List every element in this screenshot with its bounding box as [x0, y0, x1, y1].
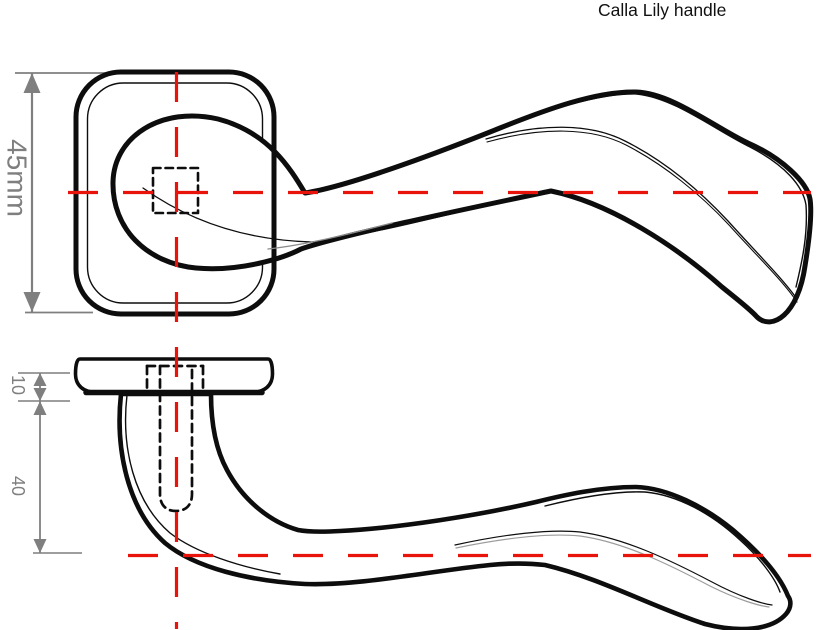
- leaf-fold-line-black: [454, 530, 773, 606]
- dimension-10: [18, 372, 70, 402]
- neck-double-line: [124, 394, 281, 575]
- handle-silhouette-front: [110, 89, 814, 325]
- arrowhead-up: [33, 401, 47, 415]
- leaf-inner-edge: [496, 93, 808, 288]
- side-view: [73, 357, 793, 630]
- dimension-45mm: [15, 72, 110, 314]
- arrowhead-down: [33, 539, 47, 553]
- leaf-fold-line-gray: [455, 534, 770, 608]
- centerlines: [68, 72, 811, 629]
- handle-silhouette-side: [117, 391, 793, 630]
- leaf-rolled-edge-b: [486, 130, 798, 303]
- leaf-inner-top-line: [544, 491, 781, 593]
- arrowhead-up: [23, 73, 41, 93]
- neck-shadow-line: [267, 222, 393, 250]
- dimension-label-40: 40: [8, 476, 28, 496]
- dimension-label-45mm: 45mm: [2, 139, 33, 217]
- leaf-rolled-edge-a: [485, 126, 798, 300]
- front-view: [73, 69, 814, 325]
- arrowhead-up: [33, 373, 47, 386]
- dimension-label-10: 10: [8, 375, 28, 395]
- spindle-hole-hidden-square: [151, 166, 200, 215]
- spindle-slot: [158, 364, 194, 513]
- arrowhead-down: [33, 388, 47, 401]
- rose-profile: [73, 357, 275, 395]
- dimension-40: [33, 401, 82, 554]
- arrowhead-down: [23, 292, 41, 312]
- drawing-title: Calla Lily handle: [598, 0, 726, 20]
